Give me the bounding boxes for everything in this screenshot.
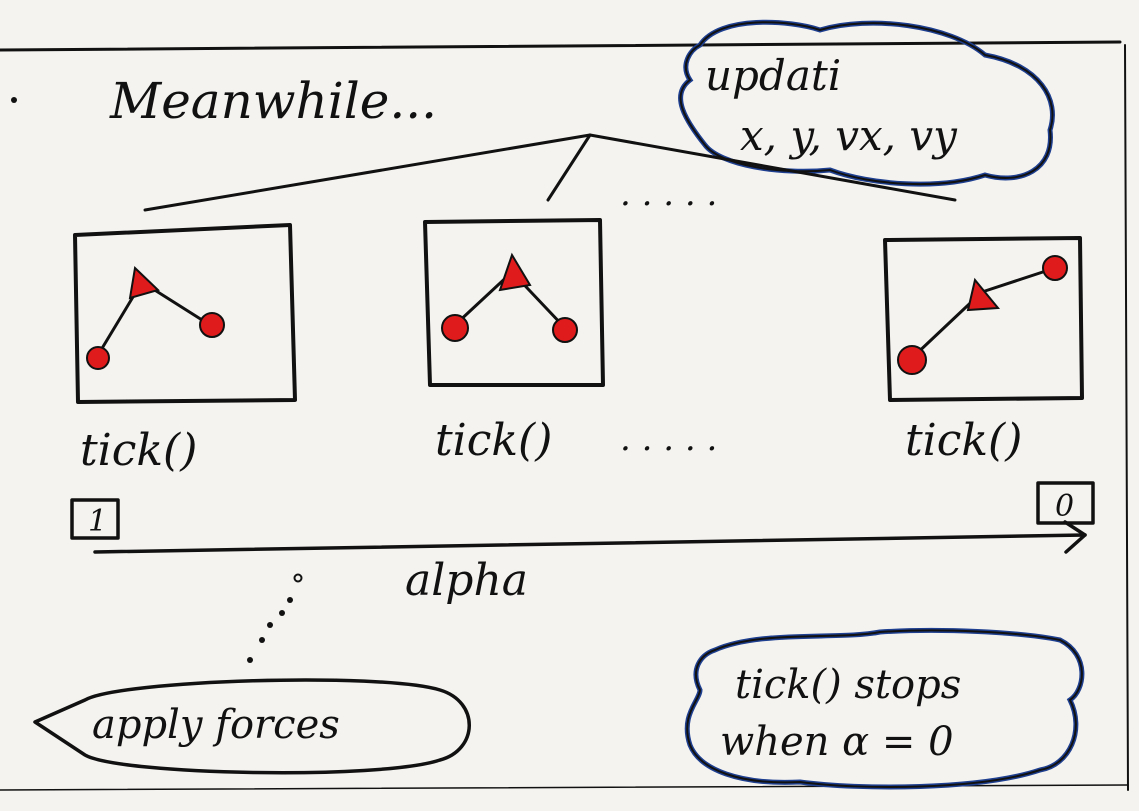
frame-border: [883, 236, 1084, 402]
stops-line2: when α = 0: [720, 719, 954, 765]
node-circle: [199, 312, 225, 338]
edge-lines: [96, 280, 212, 357]
edge-lines: [910, 266, 1057, 360]
update-cloud: updati x, y, vx, vy: [678, 19, 1055, 187]
right-border: [1124, 44, 1129, 791]
tick-frame-2: [423, 218, 605, 387]
stray-dot: [11, 97, 17, 103]
top-border: [0, 40, 1122, 52]
tick-frame-1: [73, 223, 297, 404]
alpha-end-value: 0: [1055, 489, 1074, 524]
stops-cloud: tick() stops when α = 0: [684, 627, 1085, 790]
tick-label-3: tick(): [905, 415, 1022, 466]
cloud-outline-ink: [686, 629, 1083, 788]
tick-frame-3: [883, 236, 1084, 402]
cloud-outline-ink: [679, 21, 1054, 186]
branch-right: [588, 133, 957, 202]
node-circle: [441, 314, 469, 342]
tick-ellipsis: . . . . .: [620, 419, 717, 459]
update-line2: x, y, vx, vy: [740, 111, 958, 160]
center-node-triangle: [966, 277, 1001, 312]
header-text: Meanwhile...: [109, 72, 437, 130]
node-circle: [86, 346, 110, 370]
alpha-arrow-head: [1063, 520, 1087, 554]
center-node-triangle: [498, 252, 532, 292]
node-circle: [1042, 255, 1068, 281]
stops-line1: tick() stops: [735, 662, 961, 708]
branch-ellipsis: . . . . .: [620, 174, 717, 214]
alpha-arrow-line: [93, 533, 1087, 554]
bubble-outline: [33, 678, 471, 775]
branch-middle: [546, 133, 592, 202]
dotted-trail: [247, 573, 303, 663]
alpha-axis: 1 0 alpha: [70, 481, 1095, 606]
alpha-start-value: 1: [88, 504, 107, 539]
node-circle: [897, 345, 927, 375]
frame-border: [73, 223, 297, 404]
tick-label-2: tick(): [435, 415, 552, 466]
branch-left: [143, 133, 592, 212]
apply-forces-label: apply forces: [92, 702, 340, 748]
center-node-triangle: [128, 265, 160, 300]
apply-forces-bubble: apply forces: [33, 678, 471, 775]
tick-label-1: tick(): [80, 425, 197, 476]
node-circle: [552, 317, 578, 343]
alpha-label: alpha: [405, 555, 528, 606]
frame-border: [423, 218, 605, 387]
alpha-start-box: [70, 498, 120, 540]
update-line1: updati: [705, 51, 841, 100]
